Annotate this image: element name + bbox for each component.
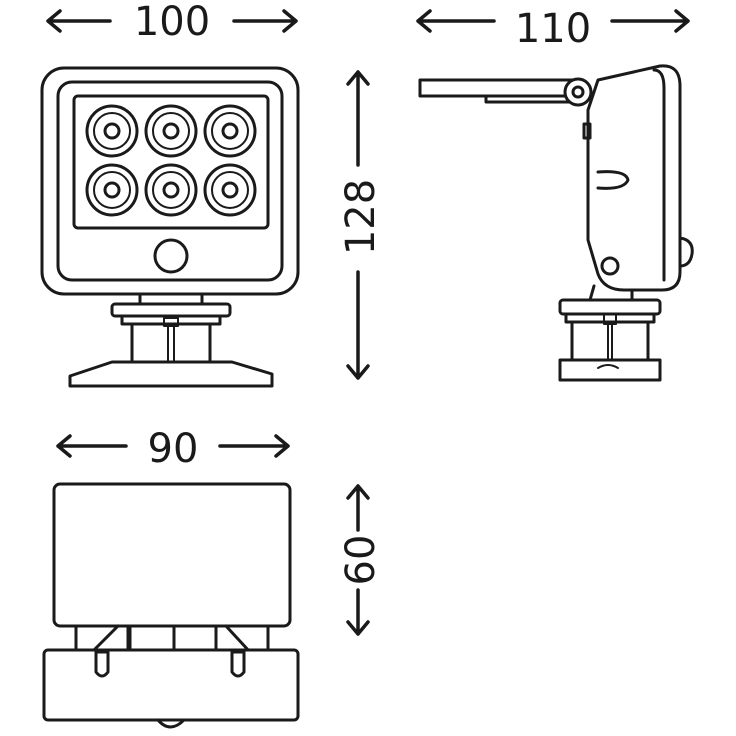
side-housing-edge: [652, 68, 666, 282]
dimension-label-side-width: 110: [515, 6, 591, 52]
led-4: [85, 163, 139, 217]
front-mount-post: [130, 322, 212, 366]
front-mount-clamp: [110, 302, 232, 318]
arrow-right: [218, 434, 290, 458]
arrow-up: [346, 484, 370, 532]
dimension-front-width: 100: [46, 0, 298, 45]
dimension-top-depth: 60: [338, 484, 384, 636]
arrow-left: [56, 434, 128, 458]
led-5: [144, 163, 198, 217]
led-array: [85, 104, 257, 217]
top-sensor: [156, 718, 186, 729]
arrow-down: [346, 270, 370, 380]
led-1: [85, 104, 139, 158]
pivot-screw: [571, 85, 585, 99]
front-housing-inner: [56, 80, 284, 282]
top-mount-bracket: [90, 624, 252, 654]
front-base: [68, 360, 274, 388]
side-arm-brace: [484, 94, 574, 104]
side-mount-arm: [418, 78, 582, 98]
top-base-plate: [42, 648, 300, 722]
top-clamp-left: [94, 650, 110, 678]
top-clamp-right: [230, 650, 246, 678]
top-mount-block-right: [214, 624, 270, 652]
side-sensor: [678, 236, 694, 268]
side-mount-clamp: [558, 298, 662, 316]
front-view: [40, 66, 300, 388]
led-2: [144, 104, 198, 158]
top-housing: [52, 482, 292, 628]
side-mount-post: [570, 320, 650, 362]
front-housing: [40, 66, 300, 296]
side-neck: [588, 284, 634, 302]
led-6: [203, 163, 257, 217]
arrow-left: [416, 9, 496, 33]
dimension-label-front-height: 128: [338, 179, 384, 255]
side-view: [418, 64, 694, 382]
side-base: [558, 358, 662, 382]
pivot-joint: [563, 77, 593, 107]
dimension-label-front-width: 100: [134, 0, 210, 45]
dimension-label-top-width: 90: [148, 426, 199, 472]
side-screw: [600, 256, 620, 276]
arrow-down: [346, 588, 370, 636]
dimension-front-height: 128: [338, 70, 384, 380]
side-notch: [596, 170, 630, 190]
top-view: [42, 482, 300, 729]
dimension-label-top-depth: 60: [338, 535, 384, 586]
arrow-right: [232, 9, 298, 33]
dimension-side-width: 110: [416, 6, 690, 52]
dimension-top-width: 90: [56, 426, 290, 472]
side-housing: [586, 64, 682, 292]
arrow-left: [46, 9, 112, 33]
led-3: [203, 104, 257, 158]
top-mount-block-left: [74, 624, 130, 652]
arrow-right: [610, 9, 690, 33]
led-panel: [72, 94, 270, 230]
motion-sensor: [153, 238, 189, 274]
arrow-up: [346, 70, 370, 167]
side-clip: [582, 122, 592, 140]
